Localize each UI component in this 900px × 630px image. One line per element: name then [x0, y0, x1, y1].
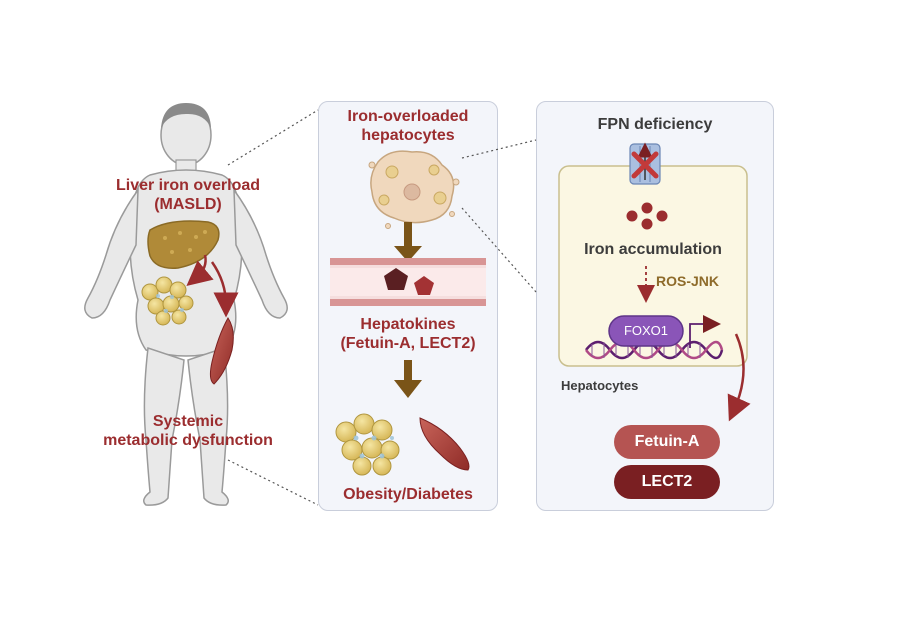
liver-to-muscle-arrow — [210, 261, 239, 318]
hepatokine-icon-2 — [414, 276, 434, 295]
secretion-arrow-2 — [394, 360, 422, 398]
liver-to-adipose-arrow — [186, 254, 214, 287]
muscle-icon — [419, 417, 470, 471]
transcription-arrow-icon — [689, 315, 721, 348]
fpn-deficiency-title: FPN deficiency — [597, 116, 713, 133]
ros-jnk-label: ROS-JNK — [656, 273, 720, 289]
muscle-icon-body — [209, 317, 234, 385]
dna-helix-icon — [585, 340, 724, 360]
obesity-diabetes-label: Obesity/Diabetes — [343, 486, 473, 503]
foxo1-protein-icon — [608, 315, 684, 347]
left-arm — [84, 187, 139, 319]
iron-accumulation-label: Iron accumulation — [584, 241, 722, 258]
hepatocyte-cell-icon — [368, 150, 460, 229]
connector-lines — [227, 109, 537, 506]
hepatocytes-label: Hepatocytes — [561, 378, 639, 393]
secretion-arrow-1 — [394, 222, 422, 262]
right-leg — [187, 346, 229, 506]
liver-iron-overload-label: Liver iron overload (MASLD) — [115, 177, 261, 213]
foxo1-label: FOXO1 — [623, 323, 669, 338]
hepatokines-label: Hepatokines (Fetuin-A, LECT2) — [340, 316, 476, 352]
adipose-tissue-icon — [335, 413, 400, 476]
hepatokine-icon-1 — [384, 268, 408, 290]
block-x-icon — [631, 151, 659, 179]
lect2-badge: LECT2 — [614, 465, 720, 499]
iron-overloaded-hepatocytes-title: Iron-overloaded hepatocytes — [347, 108, 469, 144]
fetuin-a-badge: Fetuin-A — [614, 425, 720, 459]
iron-particles-icon — [626, 202, 668, 230]
right-arm — [233, 187, 288, 319]
blood-vessel-icon — [330, 258, 486, 306]
output-arrow — [727, 333, 751, 422]
adipose-tissue-icon-body — [141, 276, 194, 326]
systemic-dysfunction-label: Systemic metabolic dysfunction — [103, 413, 273, 449]
left-leg — [143, 346, 185, 506]
liver-icon — [147, 220, 220, 269]
